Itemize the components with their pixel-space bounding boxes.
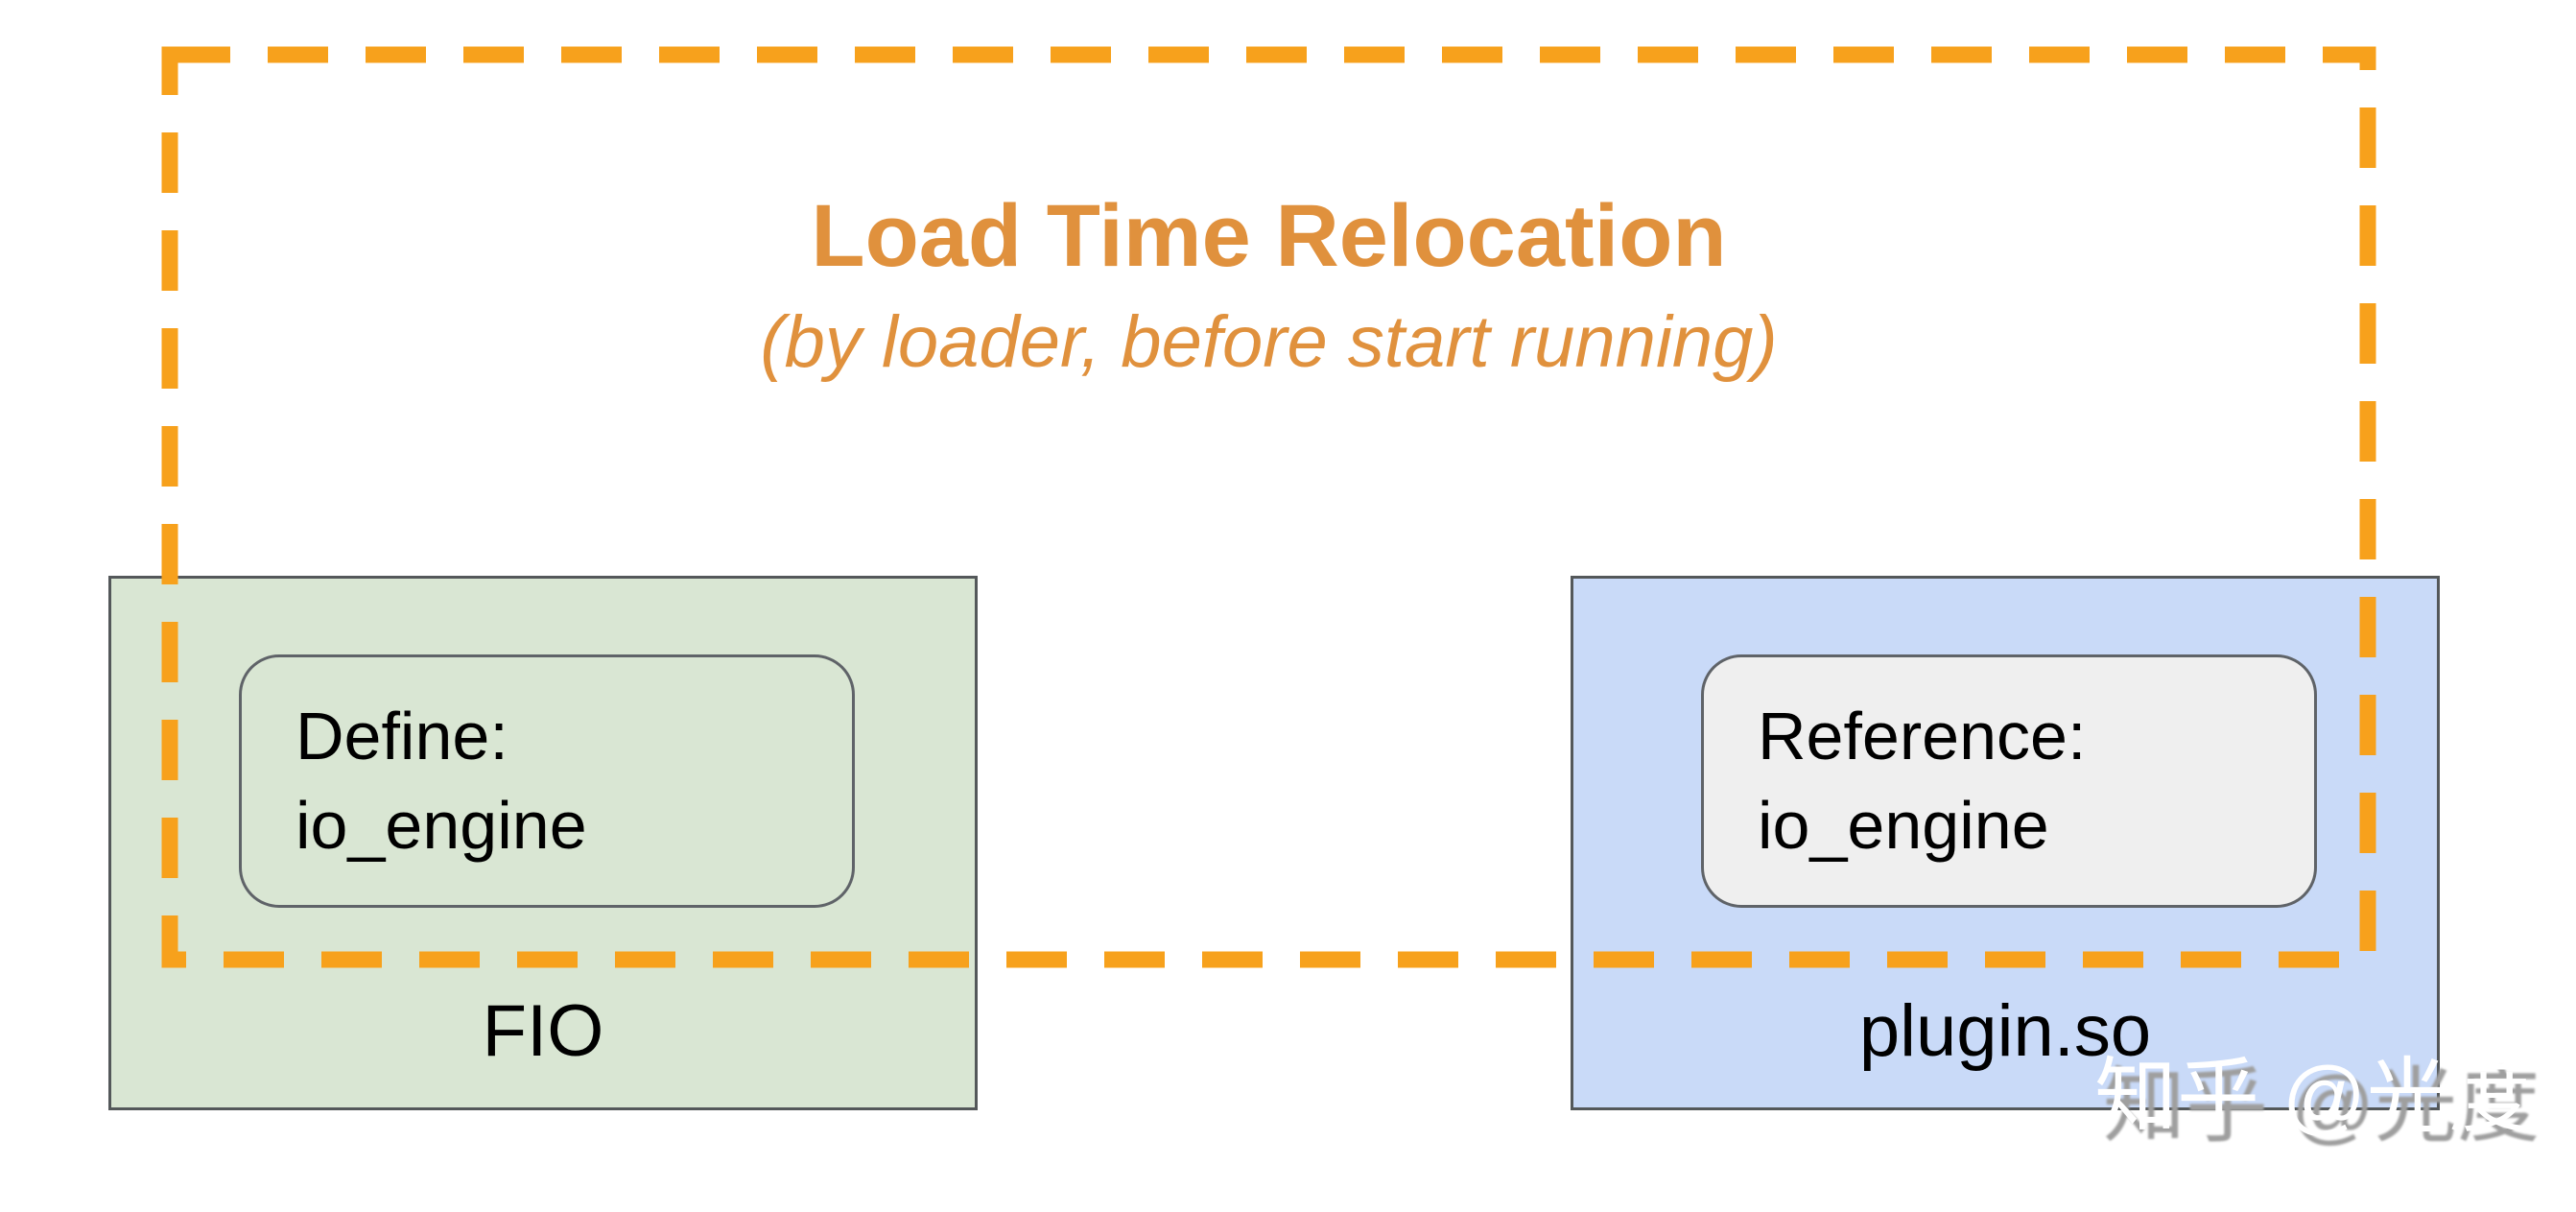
fio-box: Define: io_engine FIO: [108, 576, 978, 1110]
fio-box-label: FIO: [482, 990, 604, 1072]
plugin-box-label: plugin.so: [1858, 990, 2152, 1072]
region-title: Load Time Relocation: [811, 187, 1727, 285]
region-subtitle: (by loader, before start running): [760, 301, 1778, 383]
watermark-text: 知乎 @光度: [2094, 1051, 2532, 1143]
reference-label: Reference:: [1758, 699, 2087, 773]
region-header: Load Time Relocation (by loader, before …: [170, 186, 2368, 386]
plugin-reference-symbol-box: Reference: io_engine: [1701, 654, 2317, 908]
define-label: Define:: [295, 699, 508, 773]
reference-symbol-name: io_engine: [1758, 788, 2049, 863]
define-symbol-name: io_engine: [295, 788, 587, 863]
fio-define-symbol-box: Define: io_engine: [239, 654, 855, 908]
plugin-box: Reference: io_engine plugin.so: [1571, 576, 2440, 1110]
